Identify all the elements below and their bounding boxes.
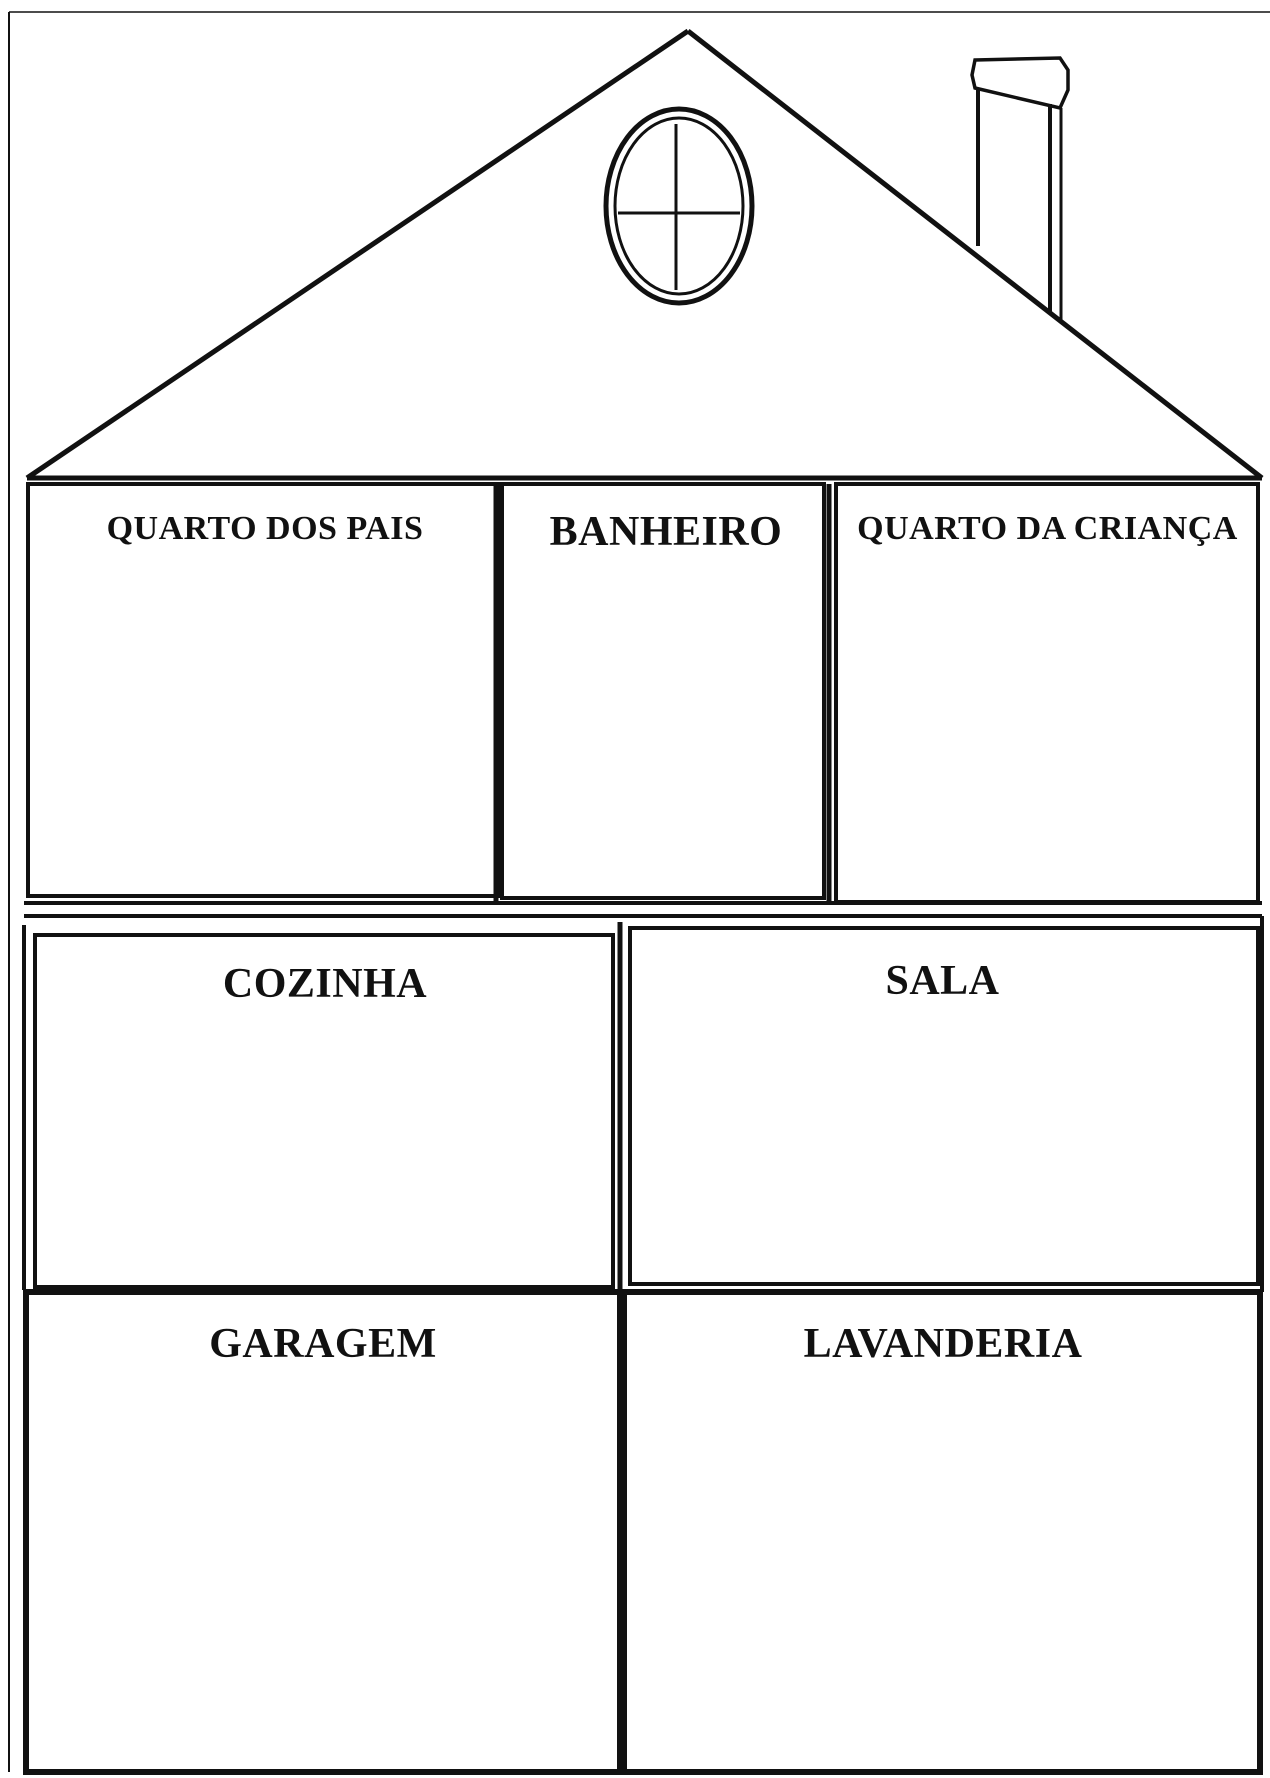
room-label-living-room: SALA [885,958,1000,1004]
upper-floor [24,482,1262,918]
room-label-laundry: LAVANDERIA [803,1321,1083,1367]
room-label-child-bedroom: QUARTO DA CRIANÇA [857,510,1238,547]
roof [25,28,1264,481]
ground-floor [23,1289,1263,1775]
page-border [8,11,1270,1772]
oval-window-icon [603,106,755,306]
room-label-parents-bedroom: QUARTO DOS PAIS [106,510,424,547]
room-label-garage: GARAGEM [209,1321,437,1367]
middle-floor [22,916,1264,1292]
room-label-kitchen: COZINHA [222,961,428,1007]
chimney [970,56,1070,322]
room-label-bathroom: BANHEIRO [549,509,783,555]
